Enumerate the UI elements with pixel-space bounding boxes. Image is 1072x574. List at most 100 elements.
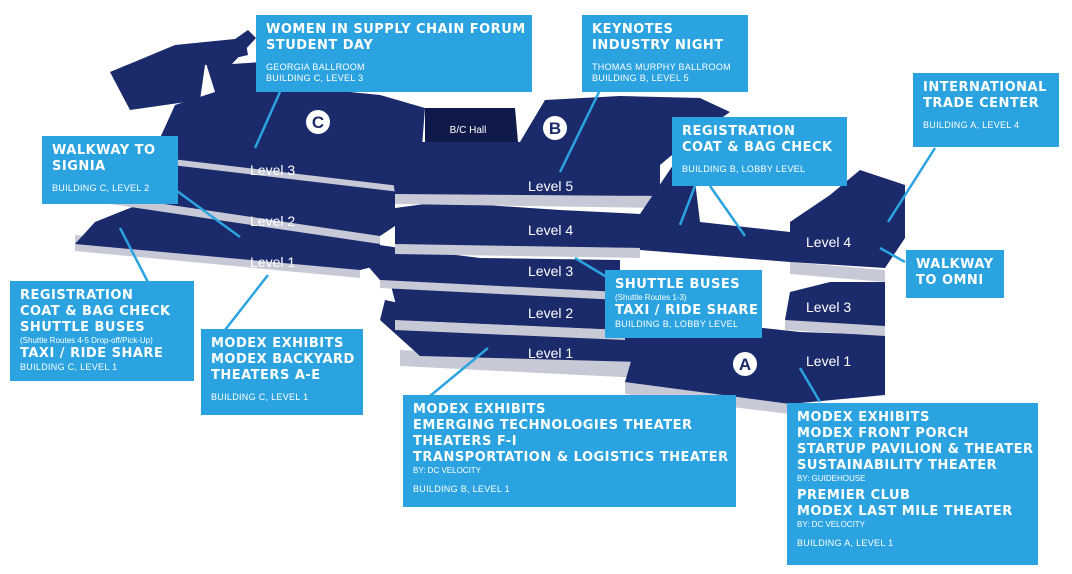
regc-sub-1: BUILDING C, LEVEL 1 [20,362,118,372]
regb-title-1: REGISTRATION [682,124,796,139]
modexa-title-2: MODEX FRONT PORCH [797,426,969,441]
callout-walkway-to-omni[interactable]: WALKWAY TO OMNI [906,250,1004,298]
modexa-title-4: SUSTAINABILITY THEATER [797,458,998,473]
modexb-title-3: THEATERS F-I [413,434,518,449]
building-b-marker[interactable]: B [543,116,567,140]
connector-intl [886,147,937,223]
callout-walkway-to-signia[interactable]: WALKWAY TO SIGNIA BUILDING C, LEVEL 2 [42,136,178,204]
connector-women [253,91,282,149]
level-label-a4: Level 4 [806,234,851,250]
callout-modex-building-c[interactable]: MODEX EXHIBITS MODEX BACKYARD THEATERS A… [201,329,363,415]
bc-hall-label: B/C Hall [450,125,487,136]
connector-modexa [798,367,822,403]
modexc-title-1: MODEX EXHIBITS [211,336,344,351]
building-c-northwest-wing [110,38,248,110]
level-label-b5: Level 5 [528,178,573,194]
intl-title-2: TRADE CENTER [923,96,1040,111]
callout-women-in-supply-chain[interactable]: WOMEN IN SUPPLY CHAIN FORUM STUDENT DAY … [256,15,532,92]
signia-title-1: WALKWAY TO [52,143,156,158]
regc-note: (Shuttle Routes 4-5 Drop-off/Pick-Up) [20,336,153,345]
building-a-level4-floor[interactable] [790,170,905,268]
women-title-1: WOMEN IN SUPPLY CHAIN FORUM [266,22,526,37]
connector-keynotes [558,89,602,173]
modexa-title-3: STARTUP PAVILION & THEATER [797,442,1034,457]
level-label-b1: Level 1 [528,345,573,361]
building-b-level5-side [395,192,660,208]
building-a-level4-side [790,262,885,282]
building-a-marker[interactable]: A [733,352,757,376]
callout-registration-building-c[interactable]: REGISTRATION COAT & BAG CHECK SHUTTLE BU… [10,281,194,381]
modexa-title-6: MODEX LAST MILE THEATER [797,504,1013,519]
modexa-by-1: BY: GUIDEHOUSE [797,474,866,483]
level-label-b2: Level 2 [528,305,573,321]
modexa-by-2: BY: DC VELOCITY [797,520,866,529]
shuttleb-title-1: SHUTTLE BUSES [615,277,741,292]
callout-modex-building-a[interactable]: MODEX EXHIBITS MODEX FRONT PORCH STARTUP… [787,403,1038,565]
connector-omni [879,246,906,264]
building-b-level2-floor[interactable] [390,282,625,330]
bc-hall-block[interactable] [425,108,518,142]
building-a-letter: A [739,355,751,374]
keynotes-title-1: KEYNOTES [592,22,674,37]
intl-sub-1: BUILDING A, LEVEL 4 [923,120,1020,130]
building-c-upper-roof [205,30,262,92]
modexc-title-3: THEATERS A-E [211,368,321,383]
regc-title-4: TAXI / RIDE SHARE [20,346,164,361]
building-a-level3-floor[interactable] [785,282,885,326]
level-label-a1: Level 1 [806,353,851,369]
level-label-b4: Level 4 [528,222,573,238]
building-b-level4-side [395,242,640,258]
modexa-title-1: MODEX EXHIBITS [797,410,930,425]
level-label-c2: Level 2 [250,213,295,229]
keynotes-sub-2: BUILDING B, LEVEL 5 [592,73,689,83]
keynotes-sub-1: THOMAS MURPHY BALLROOM [592,62,731,72]
modexb-title-4: TRANSPORTATION & LOGISTICS THEATER [413,450,729,465]
callout-registration-building-b[interactable]: REGISTRATION COAT & BAG CHECK BUILDING B… [672,117,847,186]
callout-shuttle-buses-building-b[interactable]: SHUTTLE BUSES (Shuttle Routes 1-3) TAXI … [605,270,762,338]
modexb-sub-1: BUILDING B, LEVEL 1 [413,484,510,494]
regb-sub-1: BUILDING B, LOBBY LEVEL [682,164,806,174]
callout-modex-building-b[interactable]: MODEX EXHIBITS EMERGING TECHNOLOGIES THE… [403,395,736,507]
building-c-level1-floor[interactable] [75,200,380,270]
regb-title-2: COAT & BAG CHECK [682,140,833,155]
connector-modexc [224,274,269,331]
callout-international-trade-center[interactable]: INTERNATIONAL TRADE CENTER BUILDING A, L… [913,73,1059,147]
callout-keynotes[interactable]: KEYNOTES INDUSTRY NIGHT THOMAS MURPHY BA… [582,15,748,92]
women-sub-1: GEORGIA BALLROOM [266,62,365,72]
regc-title-3: SHUTTLE BUSES [20,320,146,335]
modexc-title-2: MODEX BACKYARD [211,352,355,367]
building-b-level5-floor[interactable] [390,96,730,196]
building-b-level2-side [395,320,625,340]
building-c-letter: C [312,113,324,132]
level-label-b3: Level 3 [528,263,573,279]
connector-regb-1 [678,185,697,226]
connector-regb-2 [708,185,747,237]
building-c-level3-floor[interactable] [155,80,425,186]
building-c-circle [306,110,330,134]
omni-title-1: WALKWAY [916,257,994,272]
modexa-sub-1: BUILDING A, LEVEL 1 [797,538,894,548]
connector-modexb [429,347,489,397]
regc-title-1: REGISTRATION [20,288,134,303]
modexb-title-2: EMERGING TECHNOLOGIES THEATER [413,418,693,433]
building-b-level3-side [380,278,620,300]
building-b-letter: B [549,119,561,138]
modexb-title-1: MODEX EXHIBITS [413,402,546,417]
shuttleb-title-2: TAXI / RIDE SHARE [615,303,759,318]
level-label-c3: Level 3 [250,162,295,178]
modexc-sub-1: BUILDING C, LEVEL 1 [211,392,309,402]
shuttleb-note: (Shuttle Routes 1-3) [615,293,687,302]
keynotes-title-2: INDUSTRY NIGHT [592,38,724,53]
women-sub-2: BUILDING C, LEVEL 3 [266,73,364,83]
building-b-circle [543,116,567,140]
building-a-circle [733,352,757,376]
signia-sub-1: BUILDING C, LEVEL 2 [52,183,150,193]
omni-title-2: TO OMNI [916,273,984,288]
building-b-level4-floor[interactable] [395,202,640,248]
modexb-by: BY: DC VELOCITY [413,466,482,475]
level-label-c1: Level 1 [250,254,295,270]
signia-title-2: SIGNIA [52,159,106,174]
intl-title-1: INTERNATIONAL [923,80,1047,95]
building-c-marker[interactable]: C [306,110,330,134]
